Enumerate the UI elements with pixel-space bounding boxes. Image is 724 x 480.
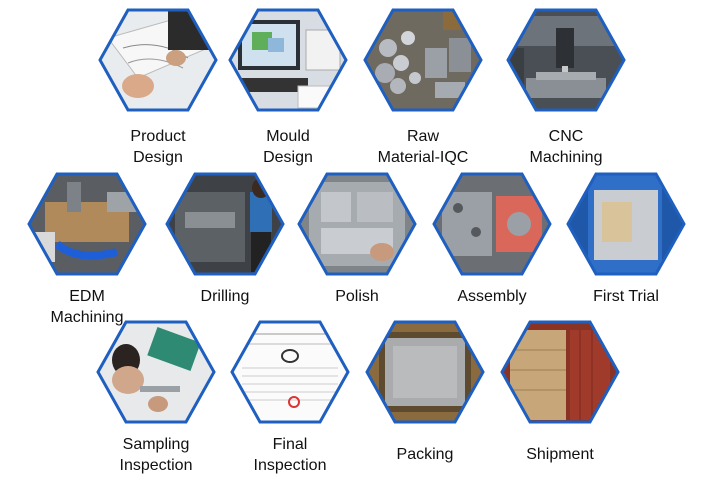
raw-material-iqc-photo xyxy=(363,8,483,112)
final-inspection-photo xyxy=(230,320,350,424)
raw-material-iqc-line-2: Material-IQC xyxy=(377,149,469,166)
product-design-photo xyxy=(98,8,218,112)
raw-material-iqc-line-1: Raw xyxy=(406,128,439,145)
label-product-design: Product Design xyxy=(88,126,228,168)
shipment-photo xyxy=(500,320,620,424)
mould-design-line-2: Design xyxy=(263,149,313,166)
mould-design-photo xyxy=(228,8,348,112)
label-drilling: Drilling xyxy=(155,286,295,307)
product-design-line-2: Design xyxy=(133,149,183,166)
cnc-machining-photo xyxy=(506,8,626,112)
drilling-photo xyxy=(165,172,285,276)
label-polish: Polish xyxy=(287,286,427,307)
polish-photo xyxy=(297,172,417,276)
label-cnc-machining: CNC Machining xyxy=(496,126,636,168)
edm-machining-line-2: Machining xyxy=(50,309,124,326)
edm-machining-photo xyxy=(27,172,147,276)
drilling-line-1: Drilling xyxy=(200,288,250,305)
polish-line-1: Polish xyxy=(335,288,379,305)
mould-design-line-1: Mould xyxy=(266,128,310,145)
packing-line-1: Packing xyxy=(396,446,454,463)
cnc-machining-line-2: Machining xyxy=(529,149,603,166)
label-shipment: Shipment xyxy=(490,444,630,465)
first-trial-line-1: First Trial xyxy=(593,288,659,305)
label-edm-machining: EDM Machining xyxy=(17,286,157,328)
label-assembly: Assembly xyxy=(422,286,562,307)
packing-photo xyxy=(365,320,485,424)
label-raw-material-iqc: Raw Material-IQC xyxy=(353,126,493,168)
product-design-line-1: Product xyxy=(130,128,186,145)
final-inspection-line-2: Inspection xyxy=(253,457,327,474)
label-final-inspection: Final Inspection xyxy=(220,434,360,476)
cnc-machining-line-1: CNC xyxy=(548,128,584,145)
shipment-line-1: Shipment xyxy=(526,446,594,463)
final-inspection-line-1: Final xyxy=(272,436,308,453)
label-sampling-inspection: Sampling Inspection xyxy=(86,434,226,476)
assembly-photo xyxy=(432,172,552,276)
edm-machining-line-1: EDM xyxy=(69,288,105,305)
sampling-inspection-line-2: Inspection xyxy=(119,457,193,474)
label-first-trial: First Trial xyxy=(556,286,696,307)
first-trial-photo xyxy=(566,172,686,276)
label-packing: Packing xyxy=(355,444,495,465)
assembly-line-1: Assembly xyxy=(457,288,527,305)
sampling-inspection-photo xyxy=(96,320,216,424)
sampling-inspection-line-1: Sampling xyxy=(122,436,190,453)
label-mould-design: Mould Design xyxy=(218,126,358,168)
